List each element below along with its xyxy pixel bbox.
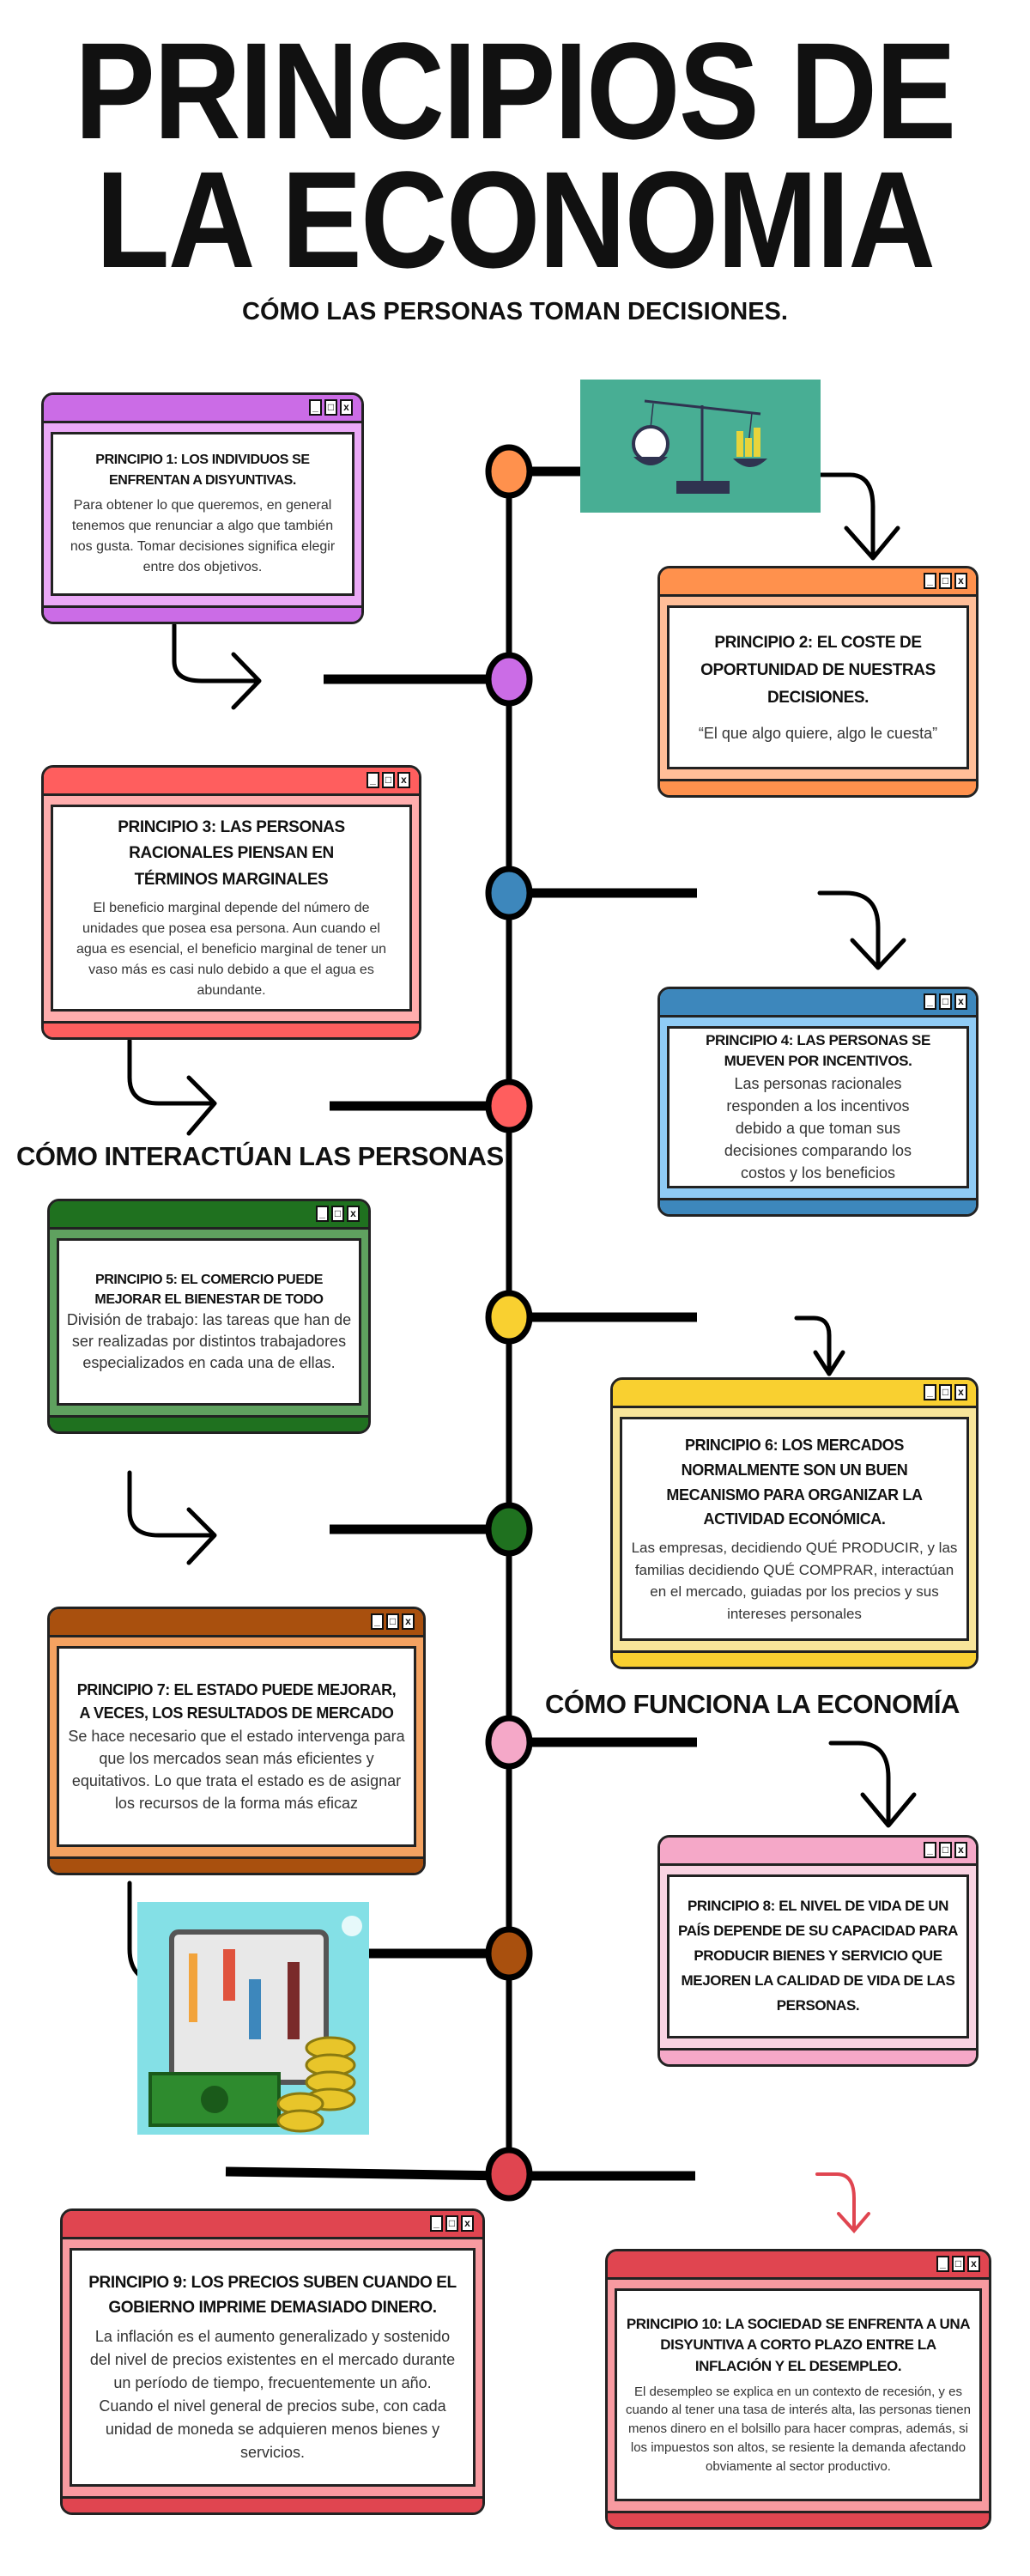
window-title-bar[interactable]: _ □ x [50, 1609, 423, 1637]
sound-icon [342, 1916, 362, 1936]
principle-3-window: _ □ x PRINCIPIO 3: LAS PERSONAS RACIONAL… [41, 765, 421, 1040]
close-button[interactable]: x [340, 399, 353, 416]
timeline-node-6 [485, 1502, 533, 1557]
arrow-7-icon [828, 1741, 917, 1828]
close-button[interactable]: x [402, 1613, 415, 1630]
window-title-bar[interactable]: _ □ x [63, 2211, 482, 2239]
close-button[interactable]: x [397, 772, 410, 788]
maximize-button[interactable]: □ [952, 2256, 965, 2272]
close-button[interactable]: x [954, 1384, 967, 1400]
minimize-button[interactable]: _ [371, 1613, 384, 1630]
principle-title: PRINCIPIO 1: LOS INDIVIDUOS SE ENFRENTAN… [95, 453, 310, 488]
principle-text: Las personas racionales responden a los … [724, 1074, 912, 1182]
maximize-button[interactable]: □ [939, 573, 952, 589]
principle-title: PRINCIPIO 6: LOS MERCADOS NORMALMENTE SO… [666, 1436, 923, 1528]
arrow-5-icon [794, 1315, 845, 1376]
balance-scale-icon [580, 380, 821, 513]
principle-title: PRINCIPIO 5: EL COMERCIO PUEDE MEJORAR E… [94, 1272, 324, 1307]
window-title-bar[interactable]: _ □ x [660, 1838, 976, 1866]
close-button[interactable]: x [954, 993, 967, 1010]
money-image [137, 1902, 369, 2135]
minimize-button[interactable]: _ [924, 993, 936, 1010]
minimize-button[interactable]: _ [367, 772, 379, 788]
arrow-4-icon [127, 1038, 217, 1136]
minimize-button[interactable]: _ [316, 1206, 329, 1222]
principle-10-window: _ □ x PRINCIPIO 10: LA SOCIEDAD SE ENFRE… [605, 2249, 991, 2530]
window-title-bar[interactable]: _ □ x [44, 768, 419, 796]
principle-text: El beneficio marginal depende del número… [76, 901, 387, 999]
maximize-button[interactable]: □ [939, 1384, 952, 1400]
timeline-node-8 [485, 1926, 533, 1981]
title-line-1: PRINCIPIOS DE [75, 14, 956, 167]
close-button[interactable]: x [967, 2256, 980, 2272]
timeline-node-9 [485, 2147, 533, 2202]
window-title-bar[interactable]: _ □ x [660, 989, 976, 1018]
window-title-bar[interactable]: _ □ x [613, 1380, 976, 1408]
arrow-2-icon [172, 623, 262, 710]
principle-1-window: _ □ x PRINCIPIO 1: LOS INDIVIDUOS SE ENF… [41, 392, 364, 624]
maximize-button[interactable]: □ [324, 399, 337, 416]
maximize-button[interactable]: □ [939, 993, 952, 1010]
principle-6-window: _ □ x PRINCIPIO 6: LOS MERCADOS NORMALME… [610, 1377, 978, 1669]
window-title-bar[interactable]: _ □ x [660, 568, 976, 597]
minimize-button[interactable]: _ [936, 2256, 949, 2272]
maximize-button[interactable]: □ [331, 1206, 344, 1222]
window-title-bar[interactable]: _ □ x [608, 2251, 989, 2280]
maximize-button[interactable]: □ [445, 2215, 458, 2232]
close-button[interactable]: x [954, 573, 967, 589]
subtitle: CÓMO LAS PERSONAS TOMAN DECISIONES. [242, 298, 788, 325]
principle-7-window: _ □ x PRINCIPIO 7: EL ESTADO PUEDE MEJOR… [47, 1607, 426, 1875]
principle-title: PRINCIPIO 9: LOS PRECIOS SUBEN CUANDO EL… [88, 2273, 457, 2317]
minimize-button[interactable]: _ [309, 399, 322, 416]
principle-text: Las empresas, decidiendo QUÉ PRODUCIR, y… [631, 1540, 958, 1622]
maximize-button[interactable]: □ [382, 772, 395, 788]
connector-9-left [225, 2166, 510, 2181]
principle-title: PRINCIPIO 2: EL COSTE DE OPORTUNIDAD DE … [700, 633, 936, 708]
window-title-bar[interactable]: _ □ x [50, 1201, 368, 1230]
arrow-6-icon [127, 1470, 217, 1565]
principle-9-window: _ □ x PRINCIPIO 9: LOS PRECIOS SUBEN CUA… [60, 2208, 485, 2515]
principle-text: El desempleo se explica en un contexto d… [626, 2384, 971, 2474]
close-button[interactable]: x [347, 1206, 360, 1222]
minimize-button[interactable]: _ [924, 573, 936, 589]
section-heading-economy: CÓMO FUNCIONA LA ECONOMÍA [545, 1689, 960, 1719]
close-button[interactable]: x [954, 1842, 967, 1858]
principle-title: PRINCIPIO 7: EL ESTADO PUEDE MEJORAR, A … [76, 1680, 397, 1722]
principle-text: Se hace necesario que el estado interven… [68, 1727, 405, 1813]
principle-title: PRINCIPIO 10: LA SOCIEDAD SE ENFRENTA A … [626, 2315, 971, 2374]
scale-image [580, 380, 821, 513]
arrow-9-icon [815, 2172, 870, 2234]
principle-5-window: _ □ x PRINCIPIO 5: EL COMERCIO PUEDE MEJ… [47, 1199, 371, 1434]
close-button[interactable]: x [461, 2215, 474, 2232]
principle-text: Para obtener lo que queremos, en general… [70, 497, 336, 574]
principle-8-window: _ □ x PRINCIPIO 8: EL NIVEL DE VIDA DE U… [657, 1835, 978, 2067]
timeline-node-1 [485, 444, 533, 499]
minimize-button[interactable]: _ [924, 1842, 936, 1858]
timeline-node-5 [485, 1290, 533, 1345]
principle-text: “El que algo quiere, algo le cuesta” [698, 725, 938, 743]
principle-2-window: _ □ x PRINCIPIO 2: EL COSTE DE OPORTUNID… [657, 566, 978, 798]
minimize-button[interactable]: _ [430, 2215, 443, 2232]
principle-title: PRINCIPIO 3: LAS PERSONAS RACIONALES PIE… [118, 817, 345, 889]
arrow-8-icon [127, 1880, 142, 1978]
principle-text: División de trabajo: las tareas que han … [66, 1310, 352, 1372]
timeline-node-2 [485, 652, 533, 707]
maximize-button[interactable]: □ [939, 1842, 952, 1858]
principle-title: PRINCIPIO 8: EL NIVEL DE VIDA DE UN PAÍS… [678, 1898, 958, 2014]
window-title-bar[interactable]: _ □ x [44, 395, 361, 423]
minimize-button[interactable]: _ [924, 1384, 936, 1400]
arrow-1-icon [818, 472, 900, 561]
principle-title: PRINCIPIO 4: LAS PERSONAS SE MUEVEN POR … [706, 1031, 930, 1070]
maximize-button[interactable]: □ [386, 1613, 399, 1630]
arrow-3-icon [817, 890, 906, 970]
title-line-2: LA ECONOMIA [95, 143, 936, 296]
principle-4-window: _ □ x PRINCIPIO 4: LAS PERSONAS SE MUEVE… [657, 987, 978, 1217]
timeline-node-3 [485, 866, 533, 920]
section-heading-interaction: CÓMO INTERACTÚAN LAS PERSONAS [16, 1141, 504, 1171]
money-and-arts-icon [137, 1902, 369, 2135]
timeline-node-7 [485, 1715, 533, 1770]
principle-text: La inflación es el aumento generalizado … [89, 2328, 456, 2462]
timeline-node-4 [485, 1078, 533, 1133]
